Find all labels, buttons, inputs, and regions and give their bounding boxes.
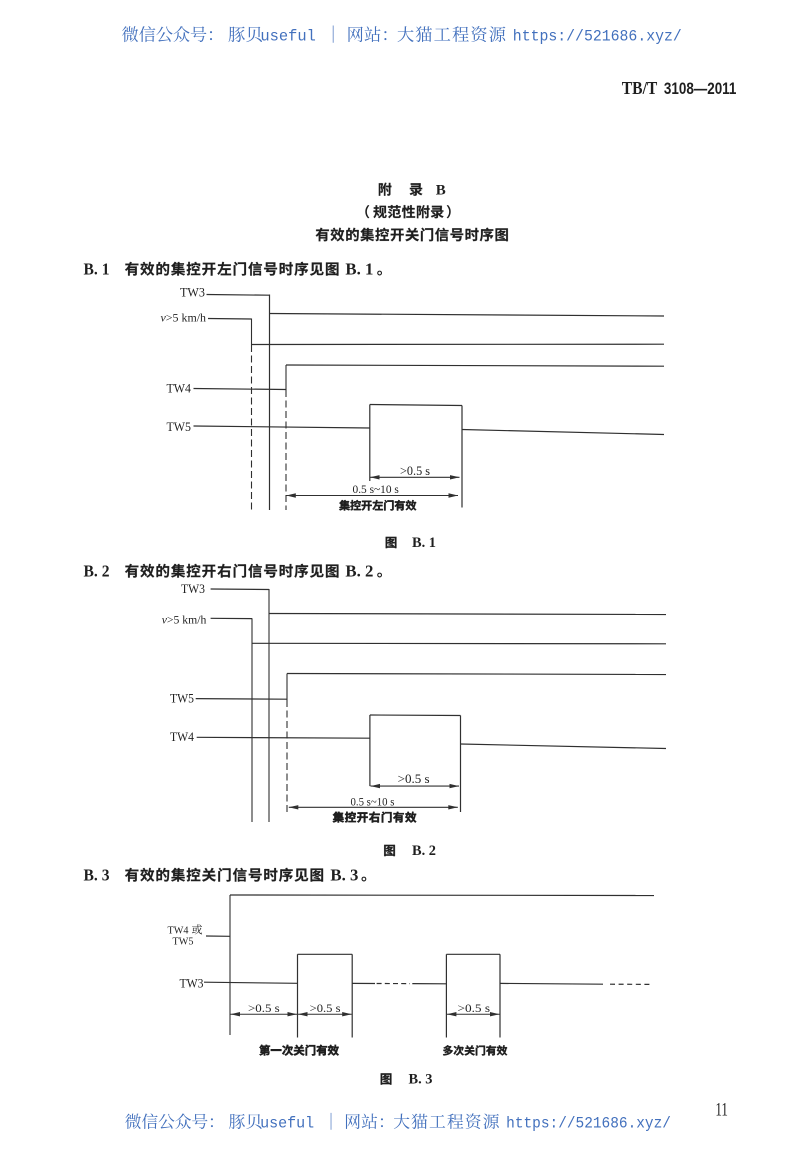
svg-text:TW4: TW4 [167, 382, 192, 396]
svg-text:TB/T: TB/T [622, 78, 658, 98]
svg-text:TW3: TW3 [180, 977, 204, 991]
svg-text:>0.5 s: >0.5 s [310, 1003, 341, 1015]
svg-text:B. 3: B. 3 [84, 865, 110, 884]
svg-text:v>5 km/h: v>5 km/h [162, 613, 207, 627]
svg-text:TW5: TW5 [170, 692, 194, 706]
svg-text:>0.5 s: >0.5 s [398, 772, 430, 786]
svg-text:3108—2011: 3108—2011 [664, 80, 737, 98]
svg-text:B. 1: B. 1 [345, 259, 373, 278]
svg-text:0.5 s~10 s: 0.5 s~10 s [351, 794, 395, 808]
svg-text:TW5: TW5 [167, 420, 192, 434]
svg-text:https://521686.xyz/: https://521686.xyz/ [513, 28, 682, 46]
svg-text:>0.5 s: >0.5 s [458, 1003, 491, 1015]
svg-text:B. 1: B. 1 [84, 259, 110, 278]
svg-text:v>5 km/h: v>5 km/h [161, 311, 207, 325]
svg-text:B. 2: B. 2 [84, 561, 110, 580]
svg-text:TW3: TW3 [180, 286, 205, 300]
svg-text:B. 2: B. 2 [345, 561, 373, 580]
svg-text:11: 11 [715, 1100, 728, 1121]
svg-text:B: B [436, 183, 446, 199]
svg-text:TW5: TW5 [173, 936, 194, 948]
svg-text:B. 2: B. 2 [412, 843, 436, 859]
svg-text:0.5 s~10 s: 0.5 s~10 s [353, 482, 400, 496]
svg-text:B. 3: B. 3 [330, 865, 358, 884]
svg-text:>0.5 s: >0.5 s [400, 464, 430, 478]
svg-text:TW3: TW3 [181, 582, 205, 596]
svg-text:TW4: TW4 [170, 730, 195, 744]
svg-text:useful: useful [260, 28, 316, 46]
svg-text:B. 3: B. 3 [409, 1072, 433, 1088]
svg-text:>0.5 s: >0.5 s [248, 1003, 280, 1015]
svg-text:B. 1: B. 1 [412, 535, 436, 551]
